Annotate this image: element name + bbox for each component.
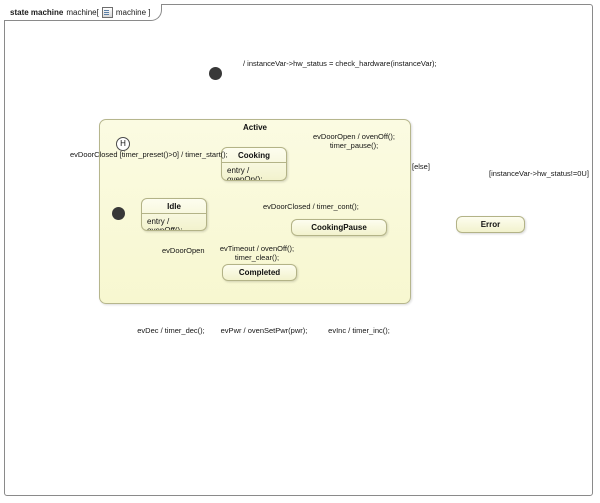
- state-idle[interactable]: Idle entry / ovenOff();: [141, 198, 207, 231]
- frame-keyword: state machine: [10, 7, 64, 17]
- initial-pseudostate-active[interactable]: [112, 207, 125, 220]
- transition-label-dooropen-pause: evDoorOpen / ovenOff(); timer_pause();: [313, 132, 395, 150]
- state-error[interactable]: Error: [456, 216, 525, 233]
- frame-name-2: machine ]: [115, 7, 151, 17]
- active-region-label: Active: [242, 123, 267, 132]
- transition-label-inc: evInc / timer_inc();: [328, 326, 390, 335]
- transition-label-error-guard: [instanceVar->hw_status!=0U]: [489, 169, 589, 178]
- transition-label-else: [else]: [412, 162, 430, 171]
- shallow-history-icon[interactable]: H: [116, 137, 130, 151]
- transition-label-pwr: evPwr / ovenSetPwr(pwr);: [220, 326, 308, 335]
- transition-label-timeout: evTimeout / ovenOff(); timer_clear();: [219, 244, 295, 262]
- initial-pseudostate-top[interactable]: [209, 67, 222, 80]
- state-cooking-name: Cooking: [222, 148, 286, 163]
- frame-name: machine[: [66, 7, 99, 17]
- transition-label-doorclosed-start: evDoorClosed [timer_preset()>0] / timer_…: [70, 150, 228, 159]
- state-cookingpause-name: CookingPause: [311, 223, 367, 232]
- transition-label-dooropen-idle: evDoorOpen: [162, 246, 205, 255]
- state-completed-name: Completed: [238, 268, 281, 277]
- state-idle-body: entry / ovenOff();: [147, 217, 183, 231]
- state-error-name: Error: [480, 220, 501, 229]
- transition-label-initial: / instanceVar->hw_status = check_hardwar…: [243, 59, 437, 68]
- transition-label-doorclosed-cont: evDoorClosed / timer_cont();: [263, 202, 359, 211]
- state-completed[interactable]: Completed: [222, 264, 297, 281]
- diagram-icon: [101, 6, 113, 18]
- state-idle-name: Idle: [142, 199, 206, 214]
- transition-label-dec: evDec / timer_dec();: [137, 326, 205, 335]
- frame-title-tab: state machine machine[ machine ]: [4, 4, 162, 21]
- state-cooking-body: entry / ovenOn();: [227, 166, 263, 181]
- state-cooking[interactable]: Cooking entry / ovenOn();: [221, 147, 287, 181]
- state-cookingpause[interactable]: CookingPause: [291, 219, 387, 236]
